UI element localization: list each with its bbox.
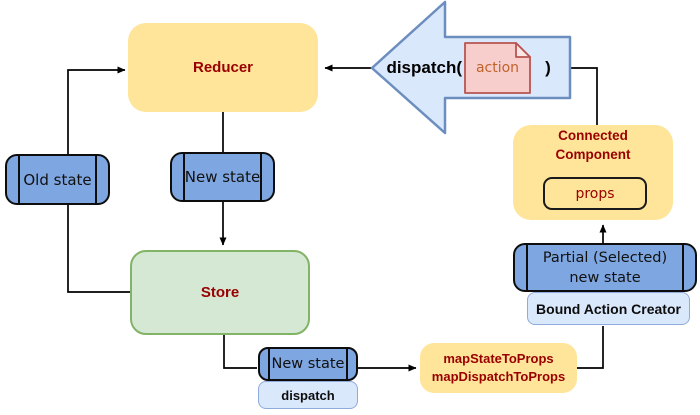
action-note-fold xyxy=(515,42,531,58)
dispatch-method-node: dispatch xyxy=(258,381,358,409)
props-node: props xyxy=(543,177,647,210)
connected-component-line2: Component xyxy=(555,146,631,162)
map-state-to-props-label: mapStateToProps xyxy=(443,351,554,367)
partial-state-node: Partial (Selected) new state xyxy=(513,243,697,292)
connected-component-line1: Connected xyxy=(558,128,628,143)
connector-mapprops-boundcreator xyxy=(577,326,604,369)
action-note-label: action xyxy=(475,60,520,76)
connector-connected-dispatcharrow xyxy=(570,67,598,125)
bound-action-creator-label: Bound Action Creator xyxy=(536,300,681,317)
reducer-label: Reducer xyxy=(192,59,254,76)
map-dispatch-to-props-label: mapDispatchToProps xyxy=(431,369,566,384)
new-state-bottom-label: New state xyxy=(271,356,345,372)
connected-component-node: Connected Component props xyxy=(513,125,673,220)
partial-state-line1: Partial (Selected) xyxy=(542,249,668,266)
dispatch-method-label: dispatch xyxy=(281,387,335,403)
store-label: Store xyxy=(200,284,240,301)
connector-store-newstate-bottom xyxy=(223,335,257,369)
new-state-top-node: New state xyxy=(170,152,275,202)
action-note-shape xyxy=(464,42,531,94)
props-label: props xyxy=(575,185,615,202)
old-state-label: Old state xyxy=(23,170,92,189)
dispatch-call-prefix: dispatch( xyxy=(386,58,462,77)
map-functions-node: mapStateToProps mapDispatchToProps xyxy=(420,343,577,393)
dispatch-call-suffix: ) xyxy=(545,58,551,77)
store-node: Store xyxy=(130,250,310,335)
new-state-bottom-node: New state xyxy=(258,347,358,381)
new-state-top-label: New state xyxy=(184,168,261,186)
old-state-node: Old state xyxy=(5,154,110,205)
connected-component-title: Connected Component xyxy=(556,127,631,164)
reducer-node: Reducer xyxy=(128,23,318,112)
partial-state-line2: new state xyxy=(569,269,641,286)
bound-action-creator-node: Bound Action Creator xyxy=(527,292,690,325)
